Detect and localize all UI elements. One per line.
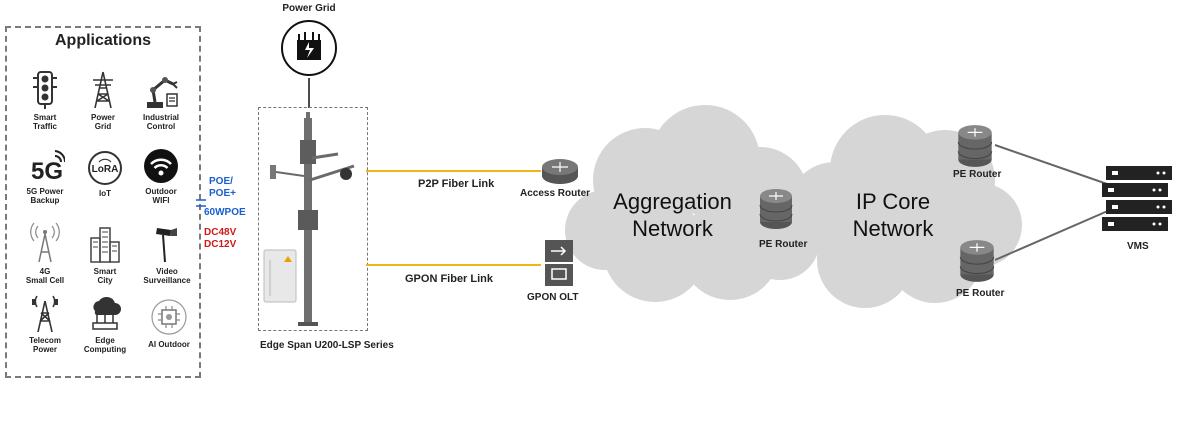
ai-chip-icon	[151, 299, 187, 335]
pe-router-top-icon	[957, 125, 993, 167]
applications-title: Applications	[54, 32, 151, 49]
traffic-light-icon	[33, 71, 57, 109]
app-edge-computing: Edge Computing	[75, 293, 135, 354]
app-smart-traffic: Smart Traffic	[15, 70, 75, 131]
dc12v-label: DC12V	[204, 239, 237, 250]
power-grid-icon	[281, 20, 337, 76]
app-smart-city: Smart City	[75, 222, 135, 285]
smart-pole-icon	[263, 112, 355, 326]
app-5g-power-backup: 5G 5G Power Backup	[15, 148, 75, 205]
pe-router-mid-label: PE Router	[759, 239, 808, 250]
applications-panel	[5, 26, 201, 378]
pe-router-bottom-icon	[959, 240, 995, 282]
antenna-icon	[30, 222, 60, 263]
pe-router-bottom-label: PE Router	[956, 288, 1005, 299]
app-outdoor-wifi: Outdoor WIFI	[131, 148, 191, 205]
pe-router-mid-icon	[759, 189, 793, 229]
app-label-smart-traffic: Smart Traffic	[32, 113, 57, 131]
app-label-industrial-control: Industrial Control	[142, 113, 179, 131]
city-icon	[90, 227, 120, 263]
5g-icon: 5G	[31, 150, 65, 184]
app-label-video-surveillance: Video Surveillance	[143, 267, 191, 285]
access-router-icon	[542, 159, 578, 184]
app-label-ai-outdoor: AI Outdoor	[148, 340, 190, 349]
app-label-iot: IoT	[99, 189, 111, 198]
ip-core-network-label: IP Core Network	[852, 189, 934, 241]
gpon-fiber-link-label: GPON Fiber Link	[405, 273, 494, 285]
pole-caption: Edge Span U200-LSP Series	[260, 340, 394, 351]
poe-label: POE/	[209, 176, 233, 187]
lora-icon: LoRA	[88, 151, 122, 185]
app-label-smart-city: Smart City	[93, 267, 117, 285]
app-video-surveillance: Video Surveillance	[137, 222, 197, 285]
app-label-outdoor-wifi: Outdoor WIFI	[145, 187, 177, 205]
power-tick-lines	[196, 199, 206, 207]
app-industrial-control: Industrial Control	[131, 70, 191, 131]
app-4g-small-cell: 4G Small Cell	[15, 222, 75, 285]
wifi-icon	[144, 149, 178, 183]
vms-links	[994, 144, 1111, 261]
fiber-links	[366, 170, 541, 266]
app-label-telecom-power: Telecom Power	[29, 336, 61, 354]
robot-arm-icon	[147, 77, 178, 108]
pe-router-top-label: PE Router	[953, 169, 1002, 180]
app-iot: LoRA IoT	[75, 150, 135, 198]
poe-plus-label: POE+	[209, 188, 236, 199]
dc48v-label: DC48V	[204, 227, 237, 238]
gpon-olt-label: GPON OLT	[527, 292, 579, 303]
access-router-label: Access Router	[520, 188, 591, 199]
vms-label: VMS	[1127, 241, 1149, 252]
p2p-fiber-link-label: P2P Fiber Link	[418, 178, 495, 190]
power-grid-label: Power Grid	[282, 3, 336, 14]
app-power-grid: Power Grid	[73, 70, 133, 131]
power-grid-connector	[308, 78, 310, 108]
60wpoe-label: 60WPOE	[204, 207, 246, 218]
vms-server-icon	[1102, 166, 1172, 231]
gpon-olt-icon	[545, 240, 573, 286]
app-telecom-power: Telecom Power	[15, 293, 75, 354]
camera-icon	[156, 228, 177, 263]
network-clouds	[565, 105, 1022, 308]
power-tower-icon	[93, 71, 113, 109]
aggregation-network-label: Aggregation Network	[613, 189, 732, 241]
pole-frame	[258, 107, 368, 331]
app-label-4g-small-cell: 4G Small Cell	[25, 267, 65, 285]
app-label-power-grid: Power Grid	[90, 113, 115, 131]
svg-text:5G: 5G	[31, 158, 63, 184]
app-label-edge-computing: Edge Computing	[83, 336, 127, 354]
svg-text:LoRA: LoRA	[92, 164, 119, 175]
app-ai-outdoor: AI Outdoor	[139, 297, 199, 349]
edge-computing-icon	[92, 296, 121, 330]
telecom-tower-icon	[32, 295, 58, 333]
app-label-5g-power-backup: 5G Power Backup	[26, 187, 64, 205]
